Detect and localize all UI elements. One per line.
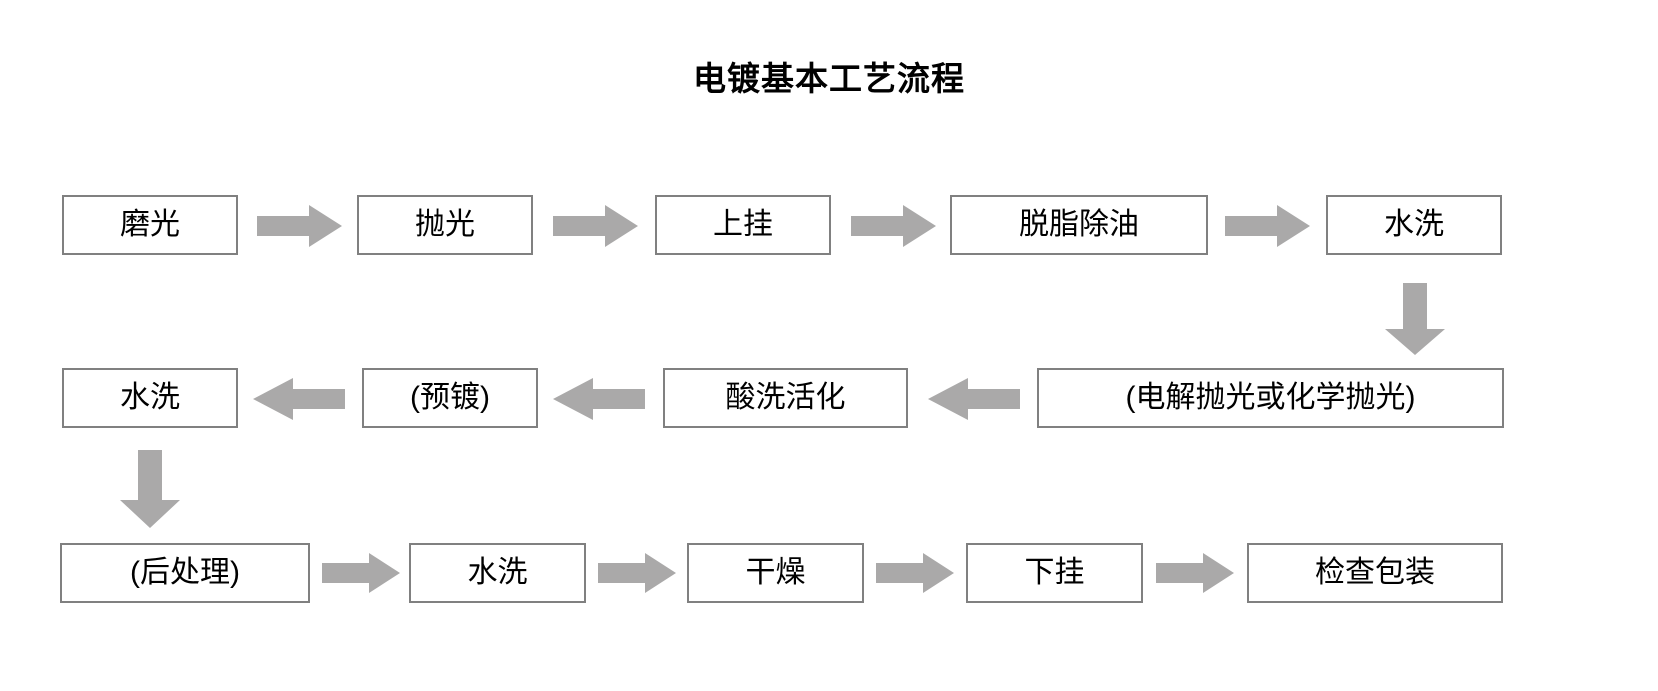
row1-step1-arrow [257, 205, 342, 247]
node-label: (电解抛光或化学抛光) [1125, 381, 1416, 414]
node-label: 抛光 [415, 208, 475, 241]
node-label: 水洗 [120, 381, 180, 414]
row3-step4-arrow [1156, 553, 1234, 593]
node-label: 水洗 [1384, 208, 1444, 241]
page-title: 电镀基本工艺流程 [693, 60, 965, 97]
row3-step1-arrow [322, 553, 400, 593]
node-row2-1[interactable]: 水洗 [62, 368, 238, 428]
node-label: (后处理) [130, 556, 240, 589]
row3-step2-arrow [598, 553, 676, 593]
node-row1-3[interactable]: 上挂 [655, 195, 831, 255]
node-label: 磨光 [120, 208, 180, 241]
row2-to-row3-arrow [120, 450, 180, 528]
node-row3-2[interactable]: 水洗 [409, 543, 586, 603]
node-label: (预镀) [410, 381, 490, 414]
row1-step4-arrow [1225, 205, 1310, 247]
node-row1-5[interactable]: 水洗 [1326, 195, 1502, 255]
node-label: 上挂 [713, 208, 773, 241]
node-row3-3[interactable]: 干燥 [687, 543, 864, 603]
node-label: 水洗 [467, 556, 528, 589]
node-row1-2[interactable]: 抛光 [357, 195, 533, 255]
node-row3-1[interactable]: (后处理) [60, 543, 310, 603]
row1-step3-arrow [851, 205, 936, 247]
node-row2-2[interactable]: (预镀) [362, 368, 538, 428]
node-row3-4[interactable]: 下挂 [966, 543, 1143, 603]
node-row1-4[interactable]: 脱脂除油 [950, 195, 1208, 255]
node-label: 下挂 [1024, 556, 1085, 589]
row2-step1-arrow [253, 378, 345, 420]
node-row1-1[interactable]: 磨光 [62, 195, 238, 255]
node-label: 酸洗活化 [725, 381, 846, 414]
row3-step3-arrow [876, 553, 954, 593]
row2-step2-arrow [553, 378, 645, 420]
node-label: 检查包装 [1315, 556, 1435, 589]
row1-to-row2-arrow [1385, 283, 1445, 355]
row2-step3-arrow [928, 378, 1020, 420]
node-row2-3[interactable]: 酸洗活化 [663, 368, 908, 428]
node-label: 脱脂除油 [1019, 208, 1139, 241]
node-row3-5[interactable]: 检查包装 [1247, 543, 1503, 603]
node-label: 干燥 [745, 556, 806, 589]
row1-step2-arrow [553, 205, 638, 247]
node-row2-4[interactable]: (电解抛光或化学抛光) [1037, 368, 1504, 428]
